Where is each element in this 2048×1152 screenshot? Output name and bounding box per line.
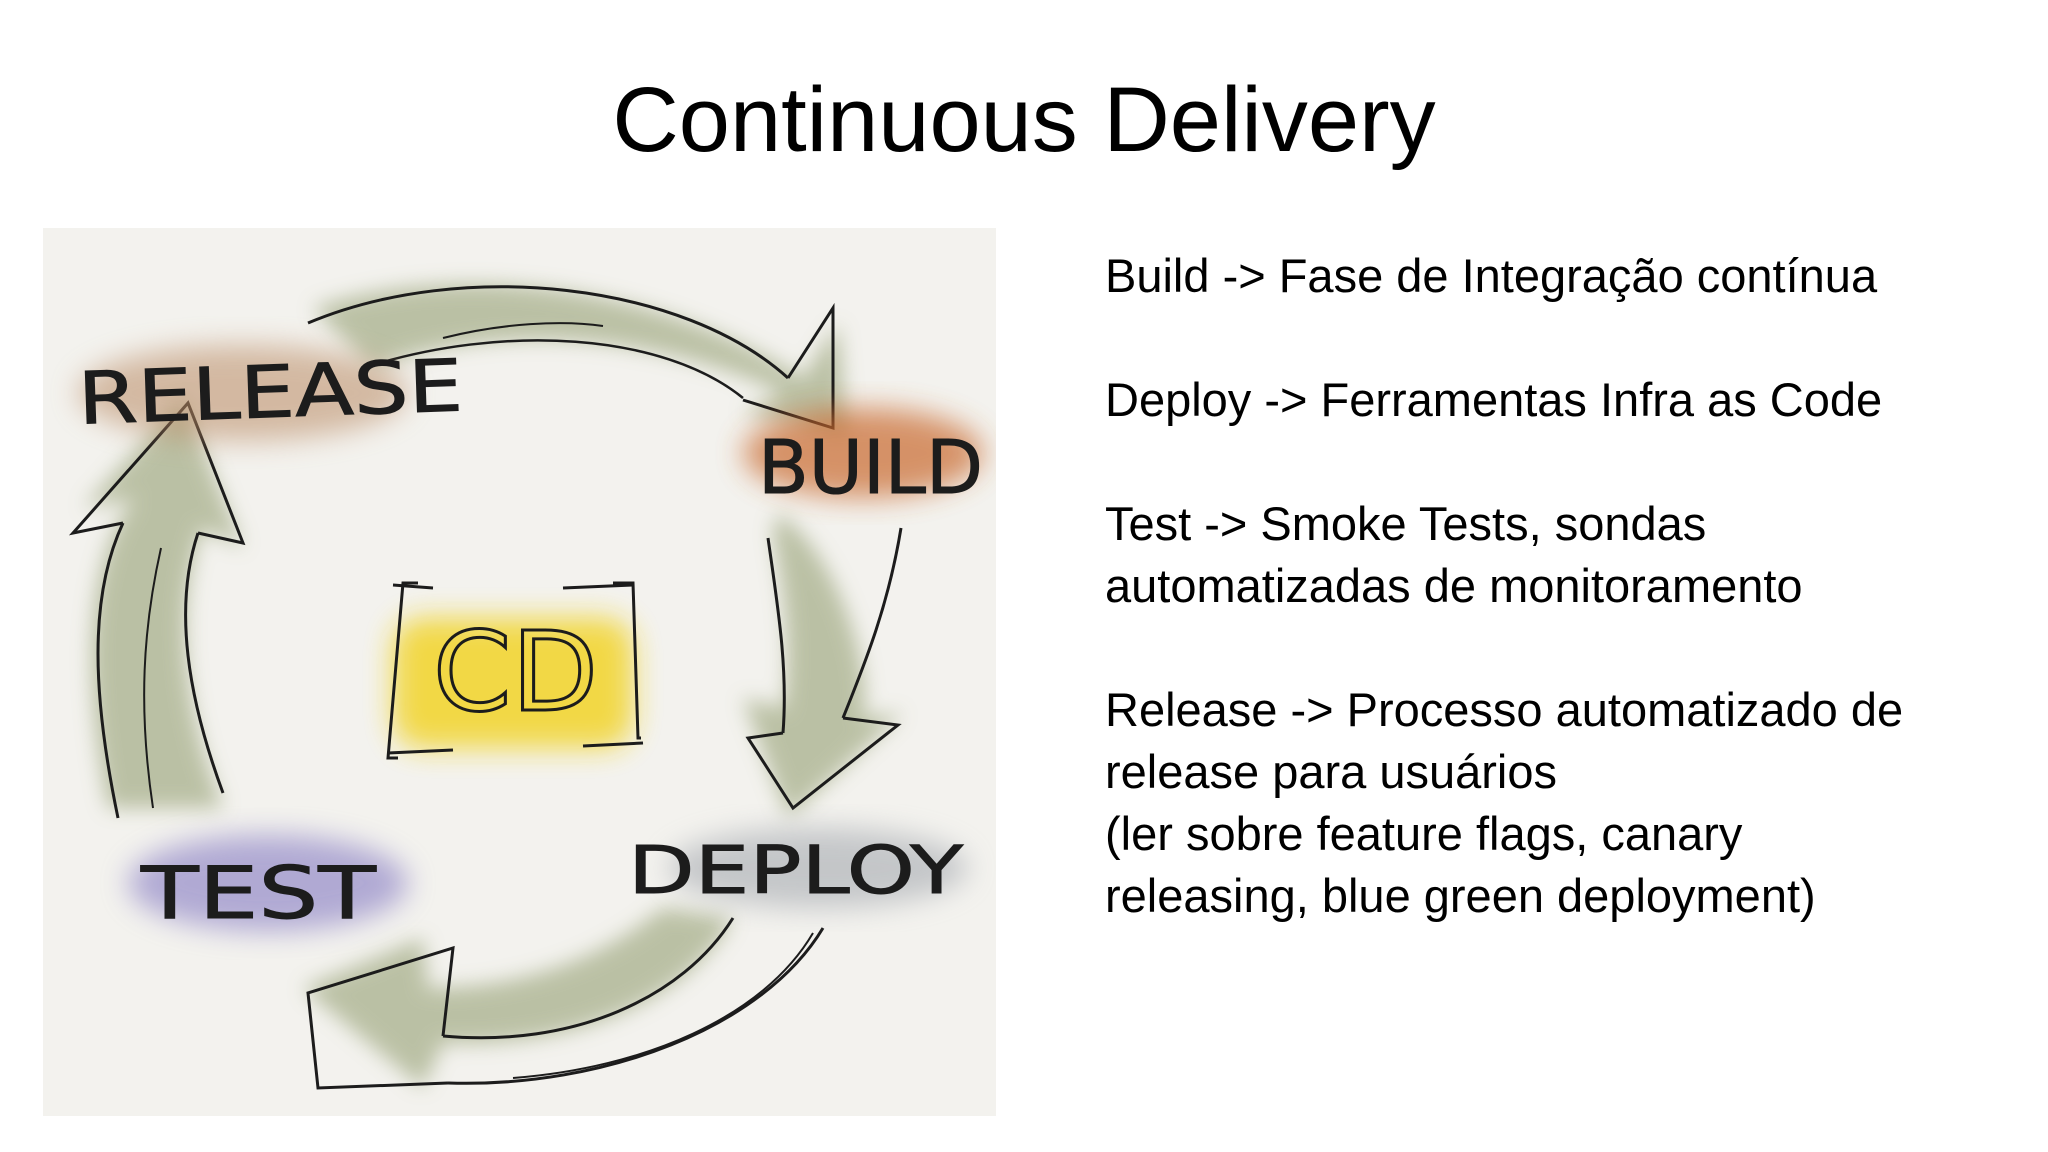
arrow-deploy-to-test [303, 908, 825, 1090]
cd-wash [393, 618, 633, 748]
note-line: Build -> Fase de Integração contínua [1105, 249, 1878, 302]
arrow-release-to-build [307, 283, 848, 438]
note-0: Build -> Fase de Integração contínua [1105, 245, 2005, 307]
cd-cycle-diagram: RELEASE BUILD DEPLOY TEST CD [43, 228, 996, 1116]
arrow-build-to-deploy [743, 513, 903, 818]
build-wash [743, 408, 983, 498]
stage-label-test: TEST [140, 851, 378, 935]
stage-label-build: BUILD [758, 425, 983, 511]
note-3: Release -> Processo automatizado de relea… [1105, 679, 2005, 927]
note-line: release para usuários [1105, 745, 1557, 798]
test-wash [128, 835, 408, 931]
note-line: (ler sobre feature flags, canary [1105, 807, 1743, 860]
slide-title: Continuous Delivery [612, 69, 1436, 171]
center-cd-box: CD [386, 581, 644, 760]
note-line: automatizadas de monitoramento [1105, 559, 1803, 612]
note-line: releasing, blue green deployment) [1105, 869, 1816, 922]
stage-label-deploy: DEPLOY [628, 832, 964, 909]
stage-label-release: RELEASE [76, 343, 464, 440]
note-line: Deploy -> Ferramentas Infra as Code [1105, 373, 1883, 426]
deploy-wash [668, 828, 968, 908]
release-wash [78, 345, 408, 441]
note-1: Deploy -> Ferramentas Infra as Code [1105, 369, 2005, 431]
note-2: Test -> Smoke Tests, sondas automatizadas… [1105, 493, 2005, 617]
note-line: Release -> Processo automatizado de [1105, 683, 1904, 736]
note-line: Test -> Smoke Tests, sondas [1105, 497, 1707, 550]
center-cd-label: CD [433, 608, 598, 736]
